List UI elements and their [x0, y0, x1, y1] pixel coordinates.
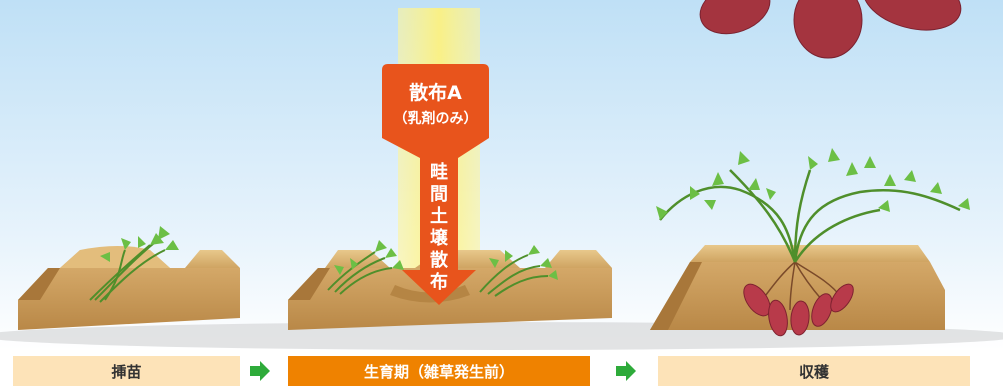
next-arrow-icon: [616, 361, 636, 381]
callout-subtitle: （乳剤のみ）: [393, 111, 478, 127]
next-arrow-icon: [250, 361, 270, 381]
stage-bar-harvest: [658, 356, 970, 386]
stage-label-harvest: 収穫: [798, 362, 829, 381]
leaf-icon: [100, 226, 179, 262]
application-method-label: 畦 間 土 壌 散 布: [430, 162, 448, 293]
stage-label-growth: 生育期（雑草発生前）: [363, 362, 514, 381]
callout-title: 散布A: [409, 82, 462, 104]
stage-label-planting: 挿苗: [111, 362, 142, 381]
ridge-harvest: [650, 245, 945, 330]
leaf-icon: [334, 240, 404, 275]
stage-bar-planting: [13, 356, 240, 386]
leaf-icon: [656, 148, 970, 220]
seedling-growth-right: [479, 254, 549, 297]
vine-harvest: [659, 169, 961, 263]
sweet-potato-icon: [743, 283, 854, 337]
leaf-icon: [489, 245, 558, 280]
stage-bar-growth: [288, 356, 590, 386]
spray-callout-arrow: [382, 64, 489, 305]
sweet-potato-icon: [699, 0, 962, 59]
seedling-planting: [89, 239, 166, 303]
